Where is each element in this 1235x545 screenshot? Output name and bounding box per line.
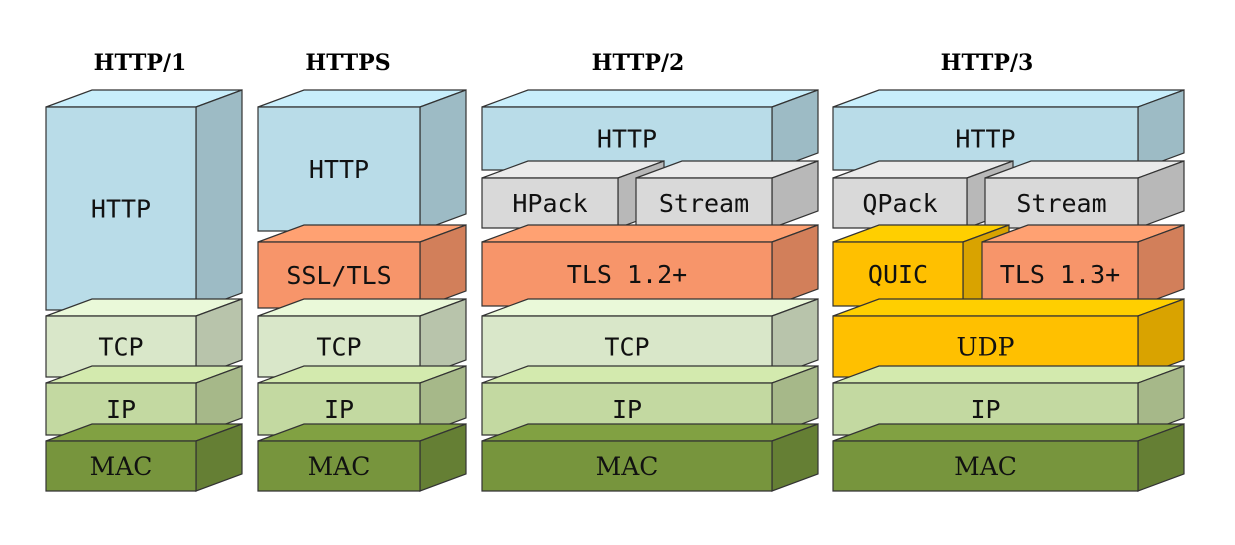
column-title-http3: HTTP/3 [940, 50, 1034, 76]
layer-http2-ip-label: IP [612, 395, 642, 424]
layer-http1-ip-label: IP [106, 395, 136, 424]
column-title-http1: HTTP/1 [93, 50, 187, 76]
layer-http3-ip-top [832, 365, 1185, 384]
layer-http3-http-top [832, 89, 1185, 108]
layer-http3-mac-label: MAC [954, 452, 1017, 481]
layer-http3-mac-top [832, 423, 1185, 442]
layer-http2-stream-label: Stream [659, 189, 749, 218]
layer-http3-udp-top [832, 298, 1185, 317]
layer-https-ip-label: IP [324, 395, 354, 424]
layer-https-ssltls-label: SSL/TLS [286, 261, 391, 290]
column-title-https: HTTPS [305, 50, 391, 76]
layer-http3-qpack-label: QPack [862, 189, 937, 218]
column-title-http2: HTTP/2 [591, 50, 685, 76]
layer-http1-http-side [195, 89, 243, 311]
layer-http2-ip-top [481, 365, 819, 384]
layer-http2-http-label: HTTP [597, 125, 657, 154]
layer-http2-mac-top [481, 423, 819, 442]
layer-http2-tcp-top [481, 298, 819, 317]
layer-http1-tcp-label: TCP [98, 333, 143, 362]
layer-http2-tcp-label: TCP [604, 333, 649, 362]
layer-http2-http-top [481, 89, 819, 108]
layer-http2-mac-front [481, 440, 773, 492]
layer-http1-mac-front [45, 440, 197, 492]
layer-http1-http-label: HTTP [91, 195, 151, 224]
layer-https-http-side [419, 89, 467, 232]
layer-http3-stream-label: Stream [1016, 189, 1106, 218]
layer-http3-mac-front [832, 440, 1139, 492]
layer-https-mac-label: MAC [308, 452, 371, 481]
layer-http3-http-label: HTTP [955, 125, 1015, 154]
layer-http3-ip-label: IP [970, 395, 1000, 424]
layer-http3-quic-label: QUIC [868, 260, 928, 289]
layer-http3-udp-label: UDP [957, 333, 1015, 362]
layer-http1-mac-label: MAC [90, 452, 153, 481]
layer-https-mac-front [257, 440, 421, 492]
layer-http3-tls-label: TLS 1.3+ [1000, 260, 1120, 289]
layer-http2-tls-top [481, 224, 819, 243]
layer-https-tcp-label: TCP [316, 333, 361, 362]
layer-http2-hpack-label: HPack [512, 189, 587, 218]
layer-http2-tls-label: TLS 1.2+ [567, 260, 687, 289]
layer-http2-mac-label: MAC [596, 452, 659, 481]
layer-https-http-label: HTTP [309, 155, 369, 184]
